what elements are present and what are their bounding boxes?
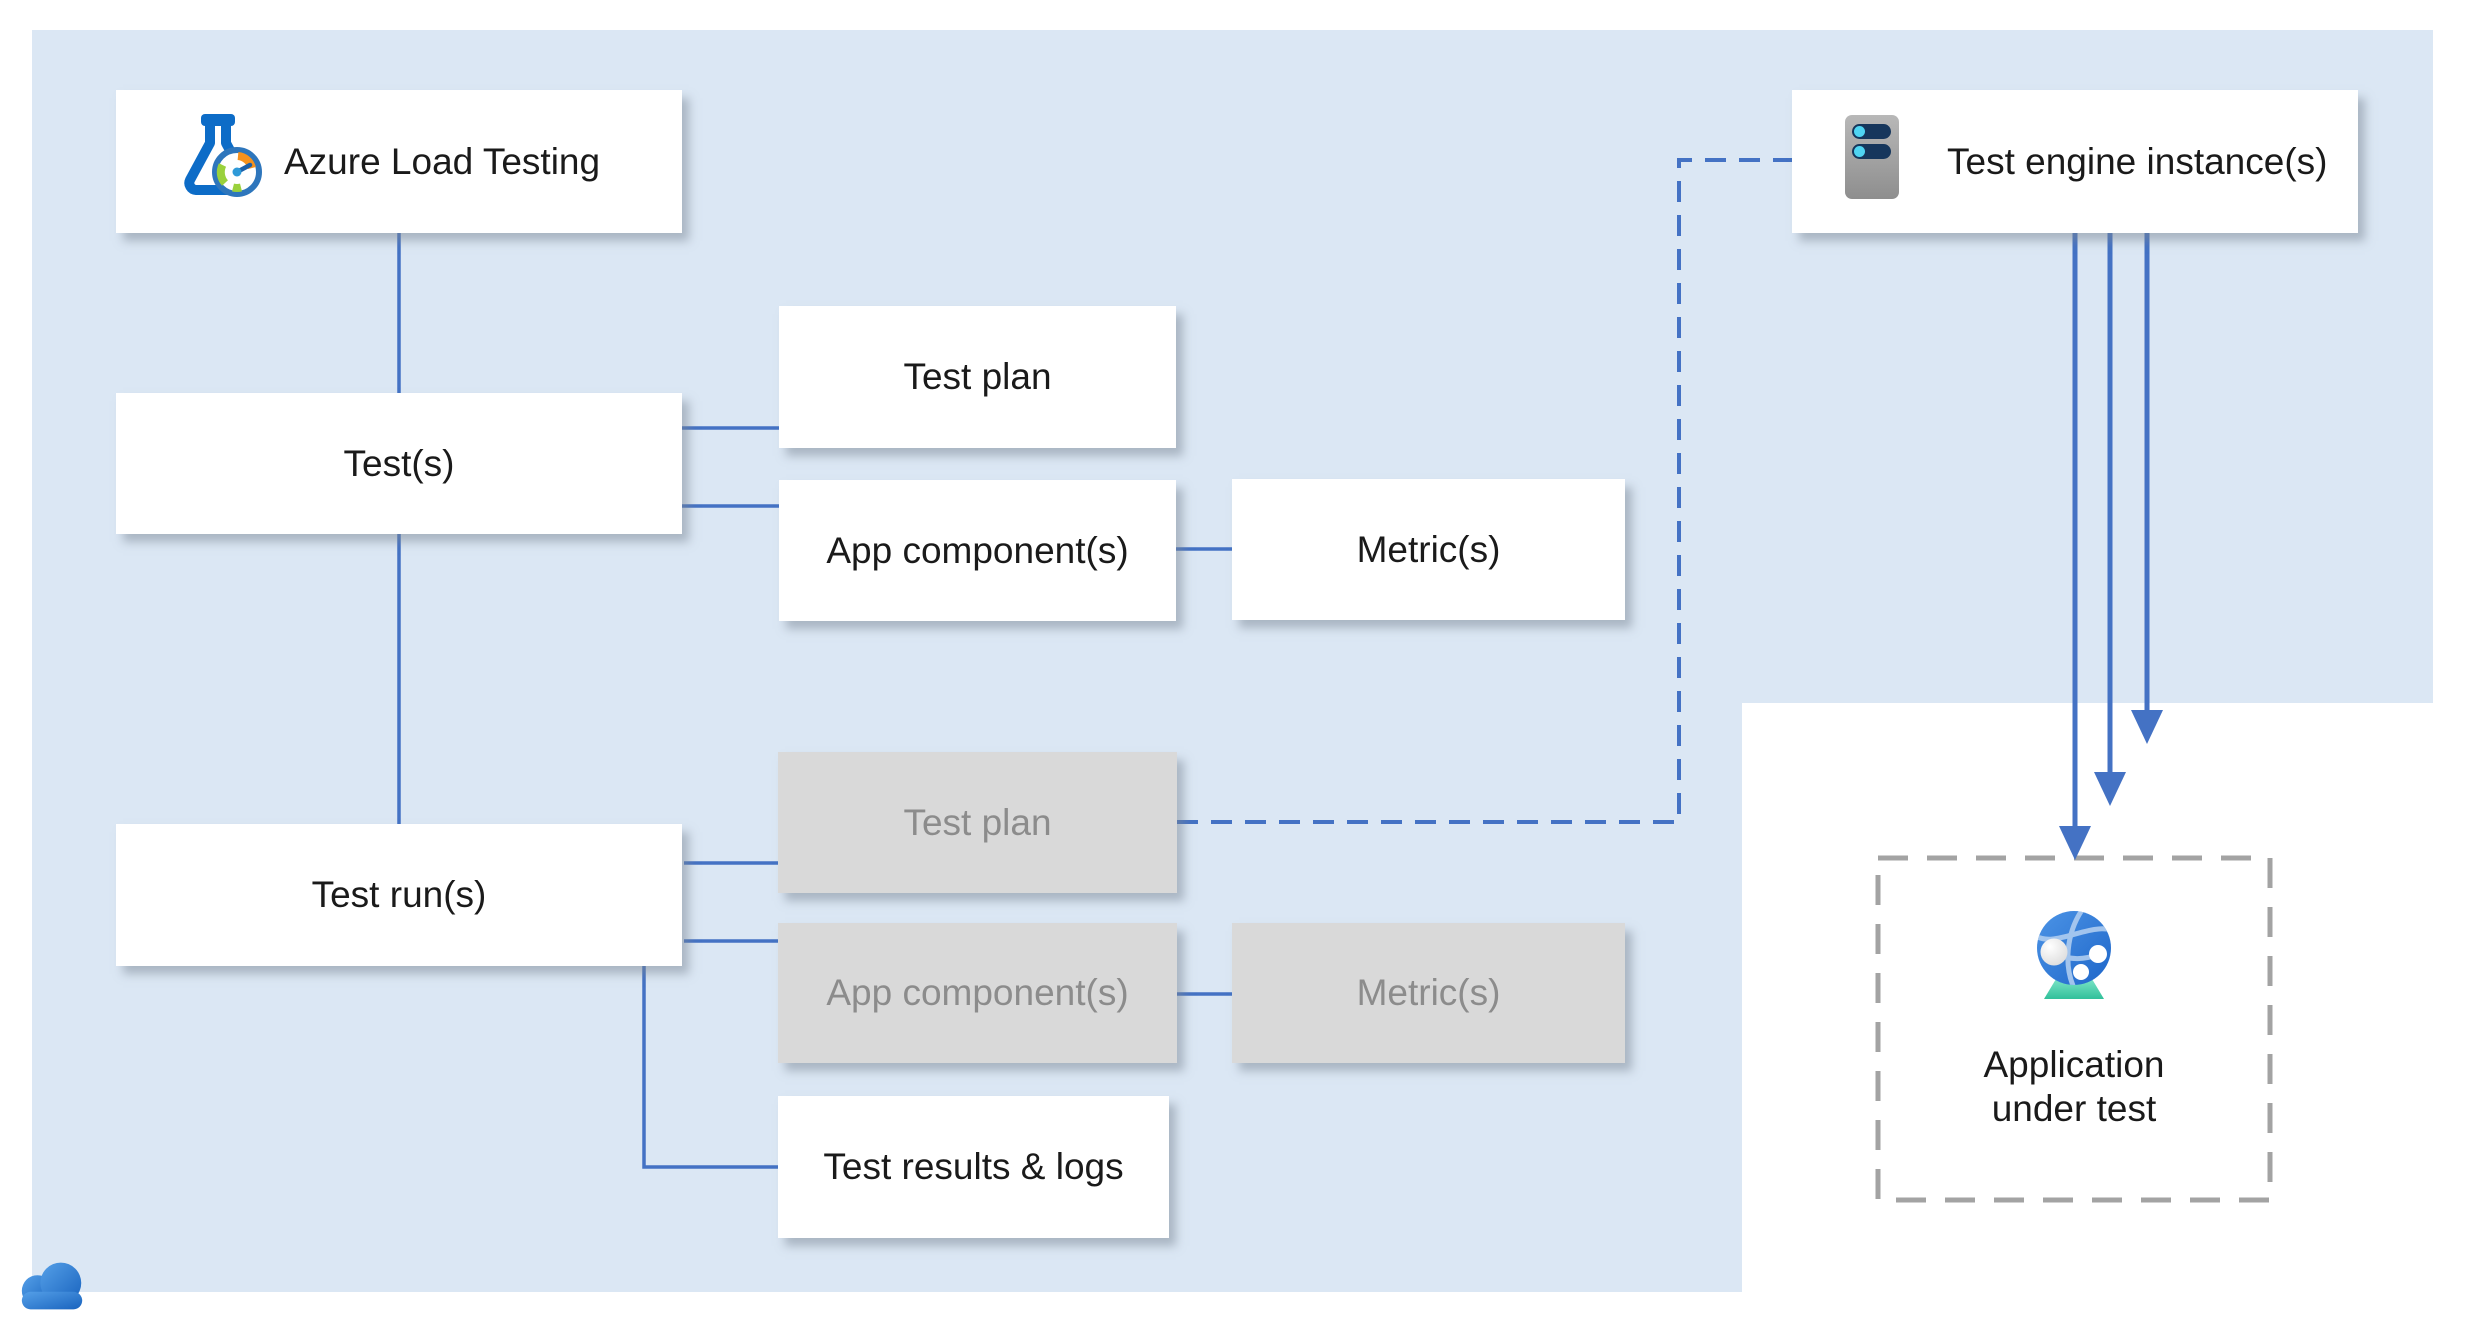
connector-testruns-to-testresults	[642, 966, 778, 1169]
node-label: Test plan	[903, 356, 1052, 397]
node-label: Test plan	[903, 801, 1052, 843]
node-label: Test engine instance(s)	[1947, 140, 2328, 182]
node-label: Metric(s)	[1356, 972, 1501, 1013]
node-run-app-components: App component(s)	[778, 923, 1177, 1063]
node-label: Test(s)	[343, 442, 455, 484]
load-arrowhead-2	[2094, 772, 2126, 806]
load-testing-flask-gauge-icon	[166, 109, 270, 214]
node-run-test-plan: Test plan	[778, 752, 1177, 893]
node-test-plan: Test plan	[779, 306, 1176, 448]
cloud-icon	[16, 1256, 90, 1312]
node-label: App component(s)	[826, 972, 1129, 1013]
application-under-test-dashed-border	[1875, 855, 2273, 1203]
node-test-engine-instances: Test engine instance(s)	[1792, 90, 2358, 233]
connector-run-testplan-to-testengine-dashed	[1177, 158, 1792, 824]
node-label: Azure Load Testing	[284, 140, 601, 182]
node-azure-load-testing: Azure Load Testing	[116, 90, 682, 233]
node-run-metrics: Metric(s)	[1232, 923, 1625, 1063]
load-arrowhead-1	[2059, 826, 2091, 860]
globe-icon	[2024, 908, 2124, 1011]
node-test-results-logs: Test results & logs	[778, 1096, 1169, 1238]
node-application-under-test: Application under test	[1878, 858, 2270, 1200]
node-label: Application under test	[1983, 1044, 2165, 1130]
server-icon	[1845, 115, 1899, 208]
node-metrics: Metric(s)	[1232, 479, 1625, 620]
node-label: Test results & logs	[823, 1146, 1124, 1187]
node-tests: Test(s)	[116, 393, 682, 534]
node-label: Metric(s)	[1356, 528, 1501, 570]
node-label: App component(s)	[826, 529, 1129, 571]
load-arrowhead-3	[2131, 710, 2163, 744]
node-test-runs: Test run(s)	[116, 824, 682, 966]
external-environment-region	[1742, 703, 2465, 1338]
node-label: Test run(s)	[311, 874, 487, 915]
node-app-components: App component(s)	[779, 480, 1176, 621]
